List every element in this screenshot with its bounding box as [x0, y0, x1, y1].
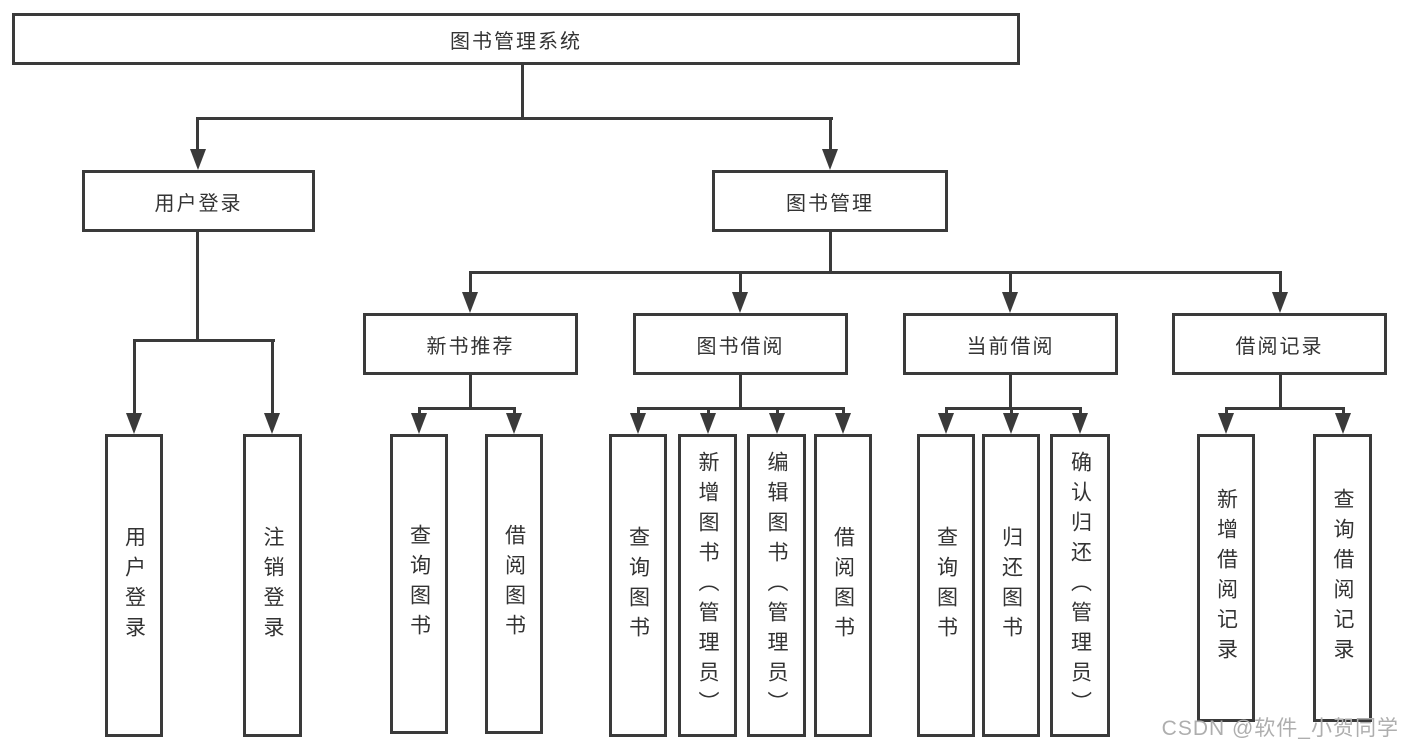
node-logout: 注销登录	[243, 434, 302, 737]
node-user-login: 用户登录	[105, 434, 163, 737]
node-current-borrowing: 当前借阅	[903, 313, 1118, 375]
arrowhead-down-icon	[732, 292, 748, 313]
node-label: 查询图书	[626, 525, 650, 646]
connector-line	[1279, 271, 1282, 295]
arrowhead-down-icon	[1072, 413, 1088, 434]
watermark: CSDN @软件_小贺同学	[1161, 717, 1399, 740]
node-cb-return-books: 归还图书	[982, 434, 1040, 737]
connector-line	[945, 407, 948, 415]
node-borrowing-records: 借阅记录	[1172, 313, 1387, 375]
arrowhead-down-icon	[264, 413, 280, 434]
connector-login-rail	[133, 339, 275, 342]
connector-rec-stem	[469, 375, 472, 410]
connector-level3-rail	[469, 271, 1282, 274]
connector-level2-rail	[196, 117, 833, 120]
connector-rec-rail	[418, 407, 516, 410]
connector-line	[842, 407, 845, 415]
arrowhead-down-icon	[411, 413, 427, 434]
node-label: 用户登录	[122, 525, 146, 646]
node-label: 查询图书	[407, 524, 431, 644]
arrowhead-down-icon	[769, 413, 785, 434]
node-label: 新增图书（管理员）	[696, 450, 719, 721]
connector-login-stem	[196, 232, 199, 342]
node-book-management: 图书管理	[712, 170, 948, 232]
node-new-book-recommendation: 新书推荐	[363, 313, 578, 375]
arrowhead-down-icon	[1335, 413, 1351, 434]
node-bb-edit-books-admin: 编辑图书（管理员）	[747, 434, 806, 737]
connector-records-rail	[1225, 407, 1345, 410]
connector-line	[1342, 407, 1345, 415]
node-library-management-system: 图书管理系统	[12, 13, 1020, 65]
connector-root-stem	[521, 64, 524, 120]
arrowhead-down-icon	[190, 149, 206, 170]
connector-line	[1225, 407, 1228, 415]
node-label: 借阅记录	[1235, 335, 1324, 358]
node-label: 编辑图书（管理员）	[765, 450, 788, 721]
node-label: 用户登录	[154, 192, 243, 215]
node-rec-query-books: 查询图书	[390, 434, 448, 734]
arrowhead-down-icon	[822, 149, 838, 170]
node-label: 归还图书	[999, 525, 1023, 646]
arrowhead-down-icon	[1002, 292, 1018, 313]
connector-line	[707, 407, 710, 415]
node-label: 新增借阅记录	[1214, 488, 1238, 668]
connector-line	[196, 117, 199, 152]
connector-line	[829, 117, 832, 152]
arrowhead-down-icon	[1003, 413, 1019, 434]
arrowhead-down-icon	[835, 413, 851, 434]
node-label: 借阅图书	[502, 524, 526, 644]
node-bb-query-books: 查询图书	[609, 434, 667, 737]
connector-line	[418, 407, 421, 415]
node-label: 借阅图书	[831, 525, 855, 646]
node-user-login-branch: 用户登录	[82, 170, 315, 232]
arrowhead-down-icon	[506, 413, 522, 434]
node-label: 图书借阅	[696, 335, 785, 358]
arrowhead-down-icon	[1272, 292, 1288, 313]
node-bb-borrow-books: 借阅图书	[814, 434, 872, 737]
connector-line	[637, 407, 640, 415]
connector-borrow-rail	[637, 407, 845, 410]
arrowhead-down-icon	[938, 413, 954, 434]
connector-current-stem	[1009, 375, 1012, 410]
connector-borrow-stem	[739, 375, 742, 410]
node-label: 当前借阅	[966, 335, 1055, 358]
node-br-query-record: 查询借阅记录	[1313, 434, 1372, 722]
connector-line	[469, 271, 472, 295]
connector-line	[513, 407, 516, 415]
node-label: 注销登录	[261, 525, 284, 646]
connector-current-rail	[945, 407, 1082, 410]
connector-mgmt-stem	[829, 232, 832, 274]
arrowhead-down-icon	[126, 413, 142, 434]
node-br-add-record: 新增借阅记录	[1197, 434, 1255, 722]
node-bb-add-books-admin: 新增图书（管理员）	[678, 434, 737, 737]
arrowhead-down-icon	[1218, 413, 1234, 434]
arrowhead-down-icon	[700, 413, 716, 434]
connector-line	[1079, 407, 1082, 415]
connector-line	[271, 339, 274, 415]
arrowhead-down-icon	[462, 292, 478, 313]
node-cb-query-books: 查询图书	[917, 434, 975, 737]
connector-line	[776, 407, 779, 415]
node-rec-borrow-books: 借阅图书	[485, 434, 543, 734]
node-label: 查询图书	[934, 525, 958, 646]
node-cb-confirm-return-admin: 确认归还（管理员）	[1050, 434, 1110, 737]
node-label: 图书管理	[786, 192, 874, 215]
connector-line	[133, 339, 136, 415]
connector-records-stem	[1279, 375, 1282, 410]
node-label: 查询借阅记录	[1331, 488, 1354, 668]
connector-line	[1009, 271, 1012, 295]
arrowhead-down-icon	[630, 413, 646, 434]
connector-line	[739, 271, 742, 295]
node-book-borrowing: 图书借阅	[633, 313, 848, 375]
node-label: 图书管理系统	[450, 30, 582, 53]
node-label: 新书推荐	[426, 335, 515, 358]
node-label: 确认归还（管理员）	[1068, 450, 1092, 721]
connector-line	[1010, 407, 1013, 415]
